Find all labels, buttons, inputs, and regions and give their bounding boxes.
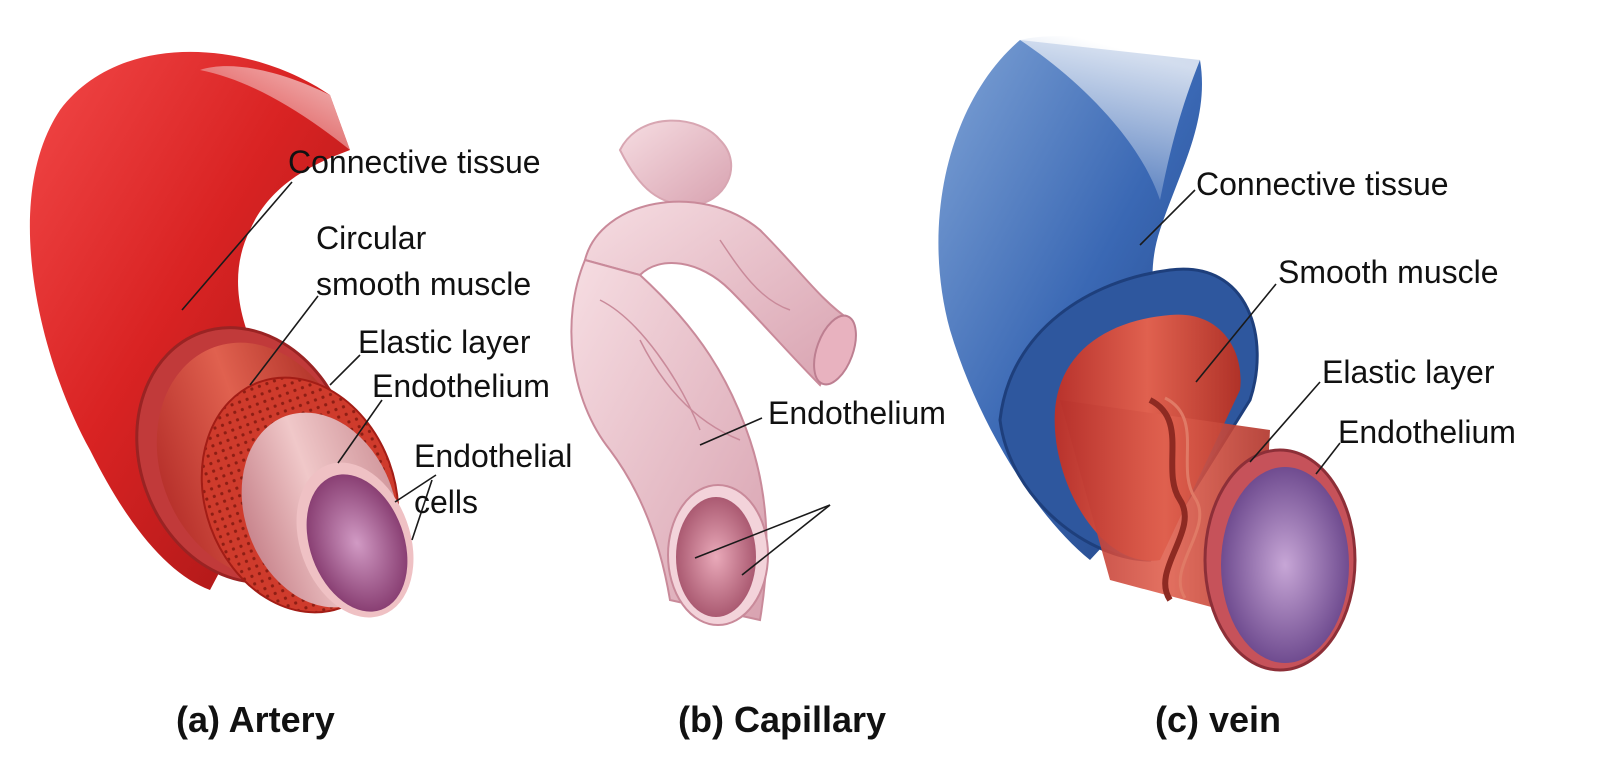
label-vein-connective-tissue: Connective tissue bbox=[1196, 166, 1449, 202]
label-connective-tissue: Connective tissue bbox=[288, 144, 541, 180]
caption-artery: (a) Artery bbox=[176, 699, 335, 740]
label-endothelium: Endothelium bbox=[372, 368, 550, 404]
label-vein-smooth-muscle: Smooth muscle bbox=[1278, 254, 1499, 290]
label-elastic-layer: Elastic layer bbox=[358, 324, 531, 360]
label-smooth-muscle: smooth muscle bbox=[316, 266, 531, 302]
label-cells: cells bbox=[414, 484, 478, 520]
caption-capillary: (b) Capillary bbox=[678, 699, 886, 740]
label-endothelial: Endothelial bbox=[414, 438, 572, 474]
label-circular: Circular bbox=[316, 220, 427, 256]
caption-vein: (c) vein bbox=[1155, 699, 1281, 740]
label-capillary-endothelium: Endothelium bbox=[768, 395, 946, 431]
label-vein-endothelium: Endothelium bbox=[1338, 414, 1516, 450]
label-vein-elastic-layer: Elastic layer bbox=[1322, 354, 1495, 390]
vein-illustration bbox=[938, 36, 1355, 670]
